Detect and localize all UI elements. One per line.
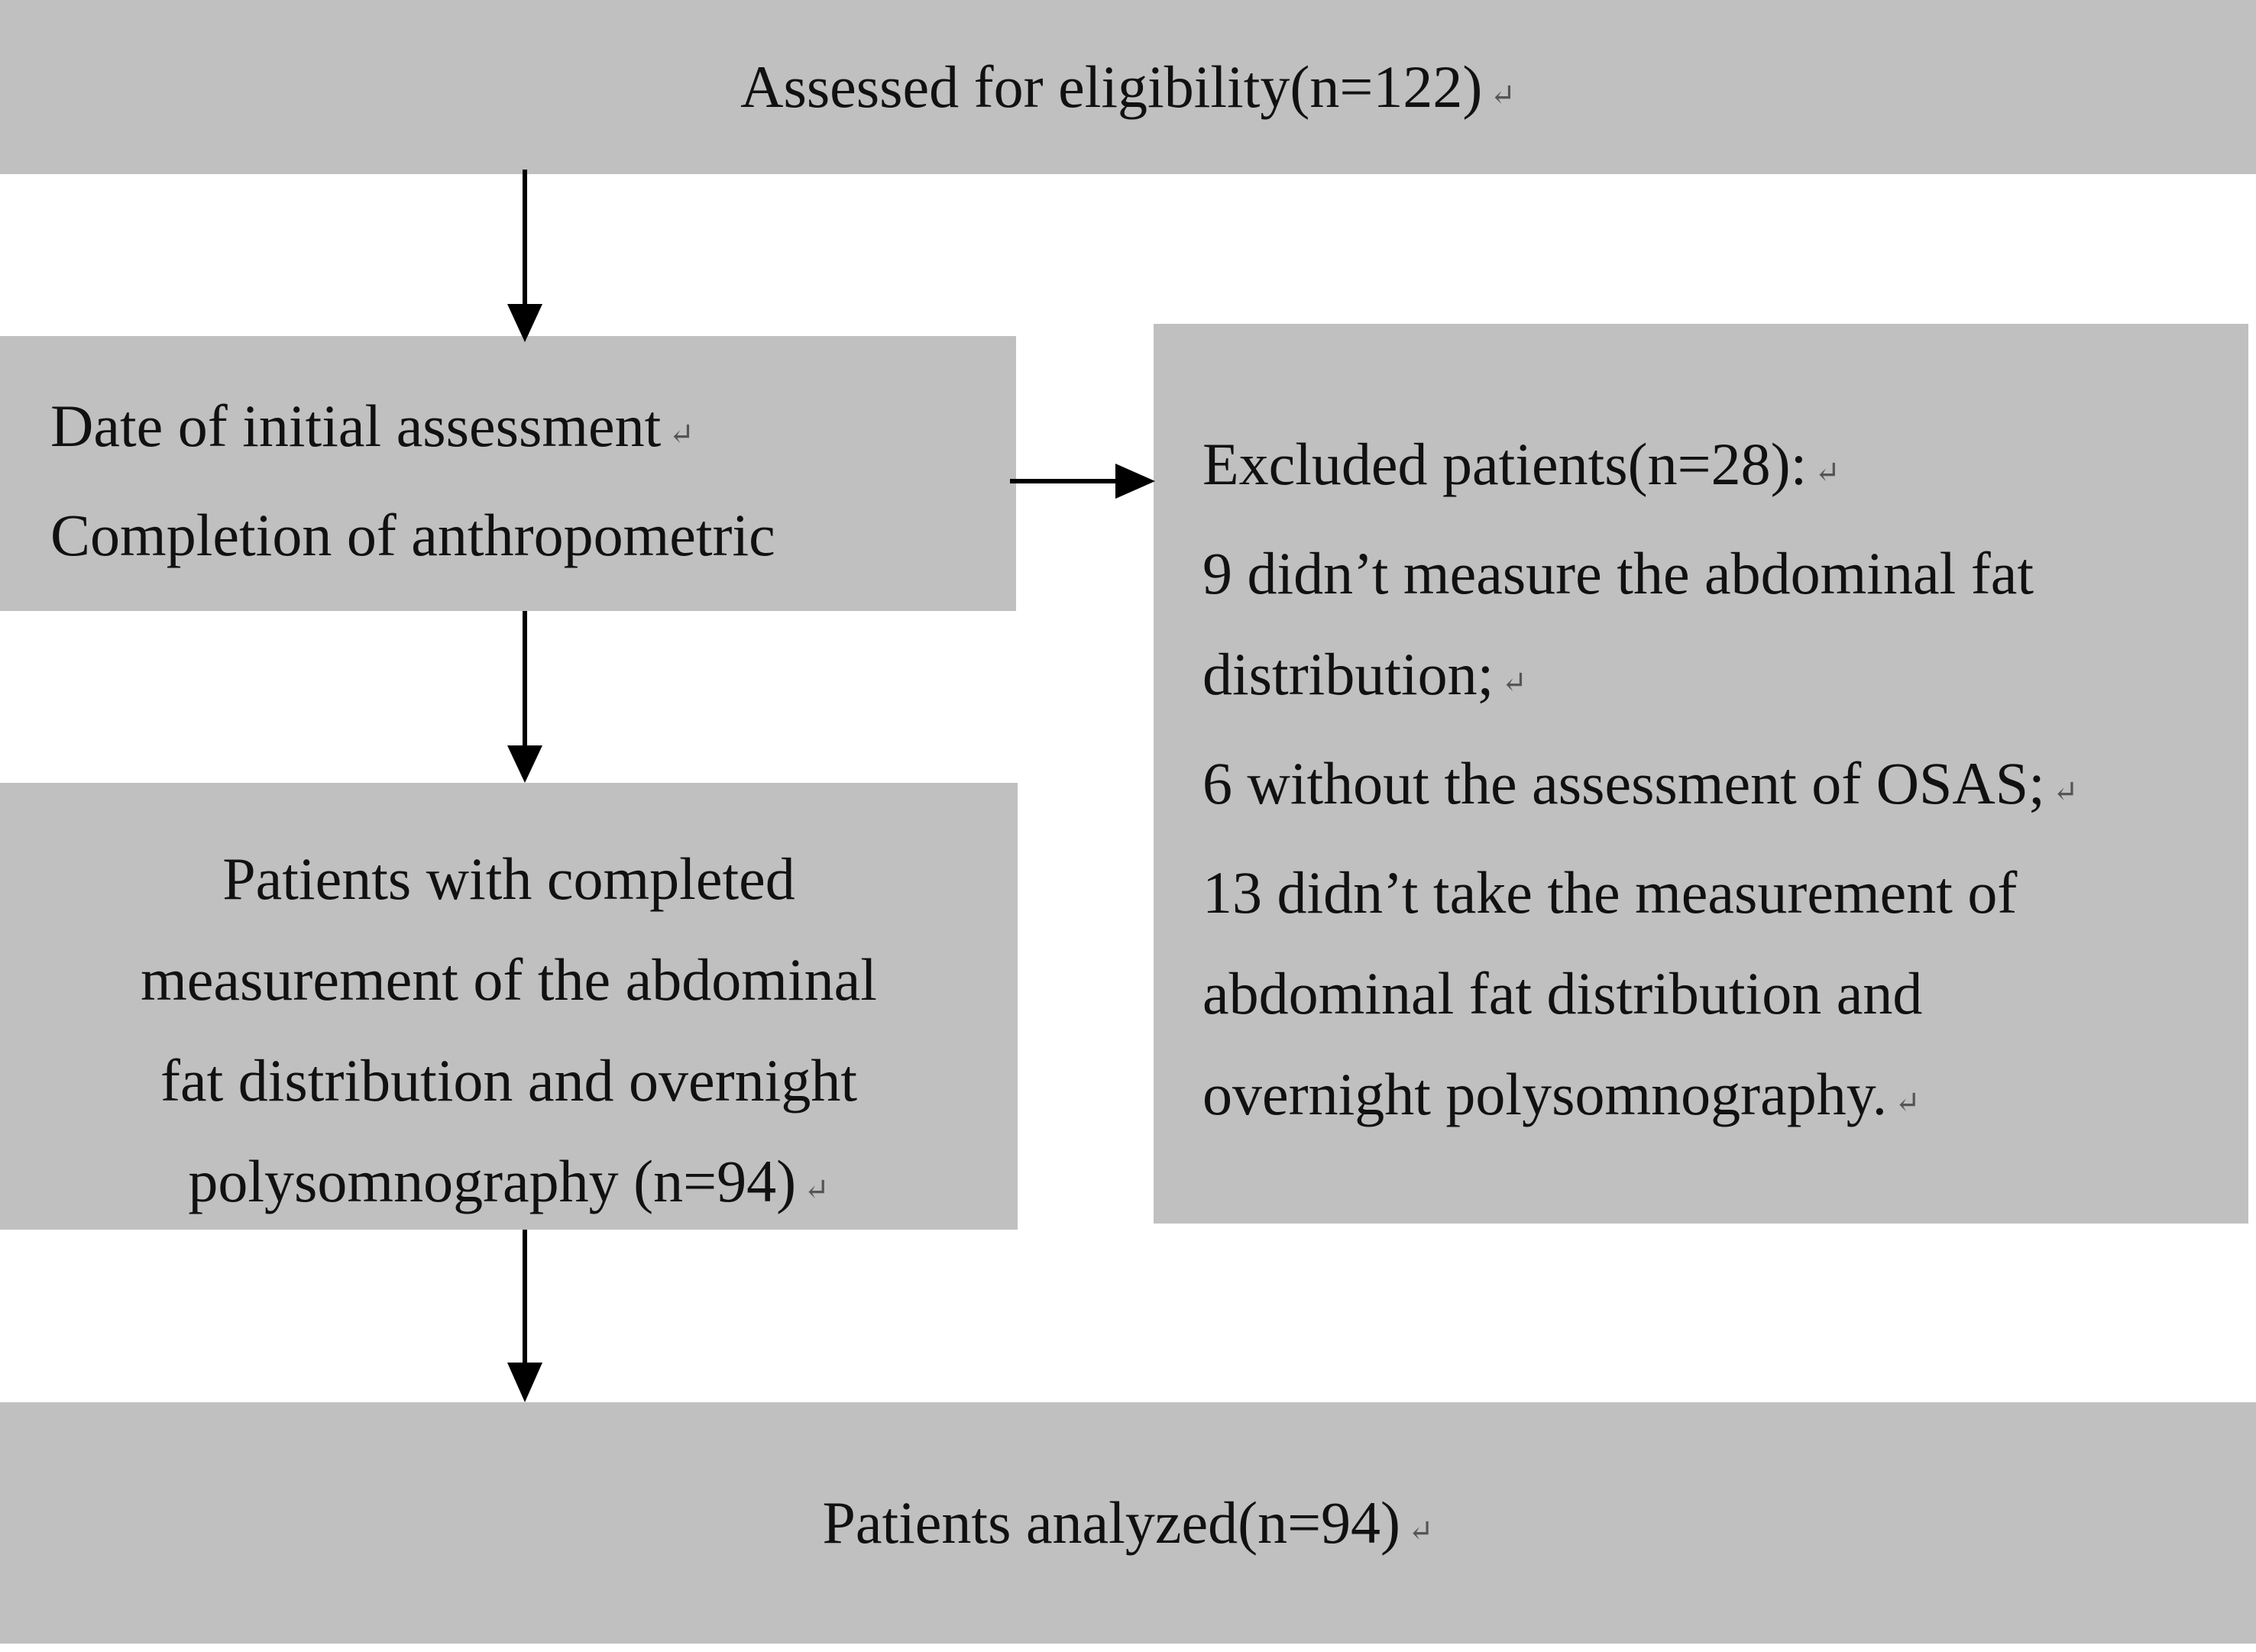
initial-line-1: Date of initial assessment↵: [50, 376, 1016, 485]
return-mark-icon: ↵: [2052, 774, 2079, 809]
excluded-label-7: overnight polysomnography.: [1202, 1061, 1888, 1127]
return-mark-icon: ↵: [668, 417, 694, 451]
excluded-line-5: 13 didn’t take the measurement of: [1202, 859, 2018, 926]
excluded-label-1: Excluded patients(n=28):: [1202, 431, 1808, 497]
eligibility-text: Assessed for eligibility(n=122)↵: [0, 0, 2256, 183]
completed-measurement-box: Patients with completed measurement of t…: [0, 783, 1018, 1230]
excluded-line-2: 9 didn’t measure the abdominal fat: [1202, 540, 2034, 606]
initial-line-2: Completion of anthropometric: [50, 502, 775, 568]
return-mark-icon: ↵: [1895, 1085, 1921, 1120]
excluded-line-1: Excluded patients(n=28):↵: [1202, 414, 2248, 523]
return-mark-icon: ↵: [1501, 665, 1527, 700]
eligibility-box: Assessed for eligibility(n=122)↵: [0, 0, 2256, 174]
return-mark-icon: ↵: [1814, 455, 1840, 490]
initial-label-1: Date of initial assessment: [50, 393, 662, 459]
arrow-initial-to-completed: [507, 611, 542, 783]
return-mark-icon: ↵: [1408, 1514, 1434, 1548]
analyzed-box: Patients analyzed(n=94)↵: [0, 1402, 2256, 1644]
excluded-line-6: abdominal fat distribution and: [1202, 960, 1923, 1026]
excluded-line-4: 6 without the assessment of OSAS;↵: [1202, 733, 2248, 842]
completed-line-1: Patients with completed: [222, 845, 795, 912]
completed-line-4: polysomnography (n=94)↵: [0, 1131, 1018, 1240]
return-mark-icon: ↵: [1490, 78, 1516, 112]
excluded-line-3: distribution;↵: [1202, 624, 2248, 733]
analyzed-text: Patients analyzed(n=94)↵: [0, 1402, 2256, 1652]
excluded-line-7: overnight polysomnography.↵: [1202, 1044, 2248, 1153]
analyzed-label: Patients analyzed(n=94): [822, 1489, 1401, 1556]
eligibility-label: Assessed for eligibility(n=122): [740, 53, 1483, 120]
arrow-completed-to-analyzed: [507, 1230, 542, 1402]
initial-assessment-box: Date of initial assessment↵ Completion o…: [0, 336, 1016, 611]
excluded-patients-box: Excluded patients(n=28):↵ 9 didn’t measu…: [1154, 324, 2248, 1224]
arrow-eligibility-to-initial: [507, 170, 542, 342]
completed-line-2: measurement of the abdominal: [141, 946, 877, 1013]
return-mark-icon: ↵: [804, 1172, 830, 1207]
excluded-label-3: distribution;: [1202, 641, 1494, 707]
completed-line-3: fat distribution and overnight: [160, 1047, 857, 1114]
completed-label-4: polysomnography (n=94): [188, 1148, 797, 1214]
excluded-label-4: 6 without the assessment of OSAS;: [1202, 750, 2045, 816]
arrow-initial-to-excluded: [1010, 464, 1155, 499]
